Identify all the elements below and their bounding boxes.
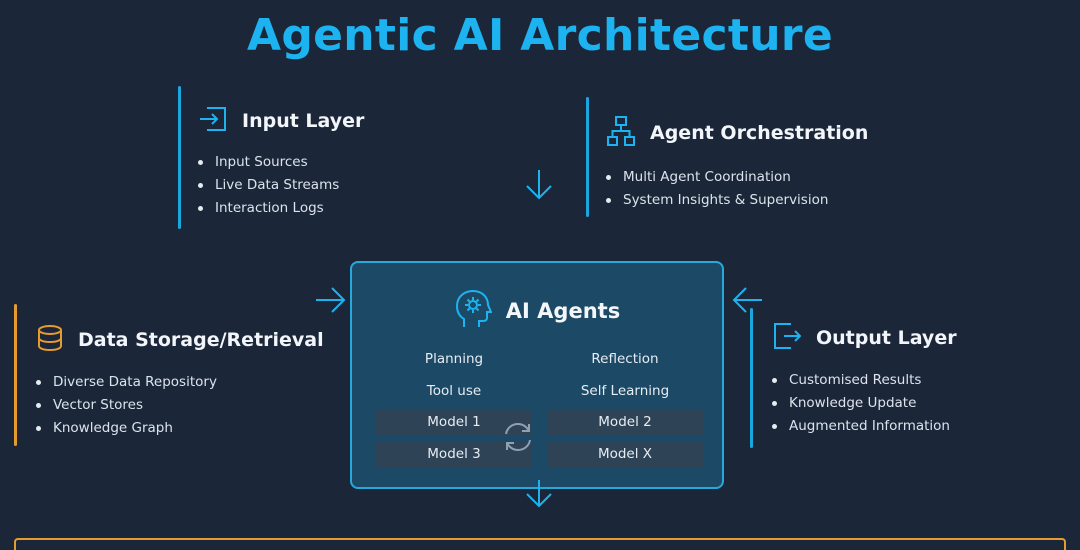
input-layer-title: Input Layer	[242, 110, 365, 132]
hierarchy-icon	[606, 115, 636, 151]
agent-cell-self-learning: Self Learning	[580, 383, 670, 399]
panel-accent-bar	[14, 304, 17, 446]
agent-cell-reflection: Reflection	[591, 351, 659, 367]
agent-orchestration-panel: Agent Orchestration Multi Agent Coordina…	[586, 97, 916, 217]
data-storage-panel: Data Storage/Retrieval Diverse Data Repo…	[14, 304, 334, 446]
agent-cell-tool-use: Tool use	[426, 383, 482, 399]
enter-icon	[198, 106, 228, 136]
list-item: Interaction Logs	[198, 200, 364, 216]
bottom-panel-edge	[14, 538, 1066, 550]
ai-head-icon	[454, 289, 493, 333]
list-item: Multi Agent Coordination	[606, 169, 868, 185]
arrow-down-icon	[524, 478, 554, 514]
panel-accent-bar	[750, 308, 753, 448]
agent-cell-planning: Planning	[424, 351, 484, 367]
arrow-right-icon	[314, 286, 348, 318]
data-storage-list: Diverse Data Repository Vector Stores Kn…	[36, 374, 324, 436]
database-icon	[36, 324, 64, 356]
ai-agents-title: AI Agents	[505, 299, 621, 323]
list-item: Diverse Data Repository	[36, 374, 324, 390]
agent-cell-model-1: Model 1	[376, 409, 532, 436]
list-item: Vector Stores	[36, 397, 324, 413]
agent-orchestration-title: Agent Orchestration	[650, 122, 869, 144]
agent-cell-model-x: Model X	[547, 441, 703, 468]
output-layer-title: Output Layer	[816, 327, 957, 349]
input-layer-list: Input Sources Live Data Streams Interact…	[198, 154, 364, 216]
sync-icon	[501, 420, 535, 458]
data-storage-title: Data Storage/Retrieval	[78, 329, 324, 351]
agent-cell-model-2: Model 2	[547, 409, 703, 436]
list-item: Input Sources	[198, 154, 364, 170]
list-item: Knowledge Update	[772, 395, 957, 411]
list-item: Augmented Information	[772, 418, 957, 434]
panel-accent-bar	[586, 97, 589, 217]
list-item: Knowledge Graph	[36, 420, 324, 436]
input-layer-panel: Input Layer Input Sources Live Data Stre…	[178, 86, 478, 229]
list-item: System Insights & Supervision	[606, 192, 868, 208]
ai-agents-box: AI Agents Planning Reflection Tool use S…	[350, 261, 724, 489]
panel-accent-bar	[178, 86, 181, 229]
exit-icon	[772, 322, 802, 354]
arrow-down-icon	[524, 168, 554, 206]
output-layer-list: Customised Results Knowledge Update Augm…	[772, 372, 957, 434]
list-item: Live Data Streams	[198, 177, 364, 193]
arrow-left-icon	[730, 286, 764, 318]
page-title: Agentic AI Architecture	[247, 10, 833, 61]
agent-orchestration-list: Multi Agent Coordination System Insights…	[606, 169, 868, 208]
list-item: Customised Results	[772, 372, 957, 388]
output-layer-panel: Output Layer Customised Results Knowledg…	[750, 308, 1050, 448]
